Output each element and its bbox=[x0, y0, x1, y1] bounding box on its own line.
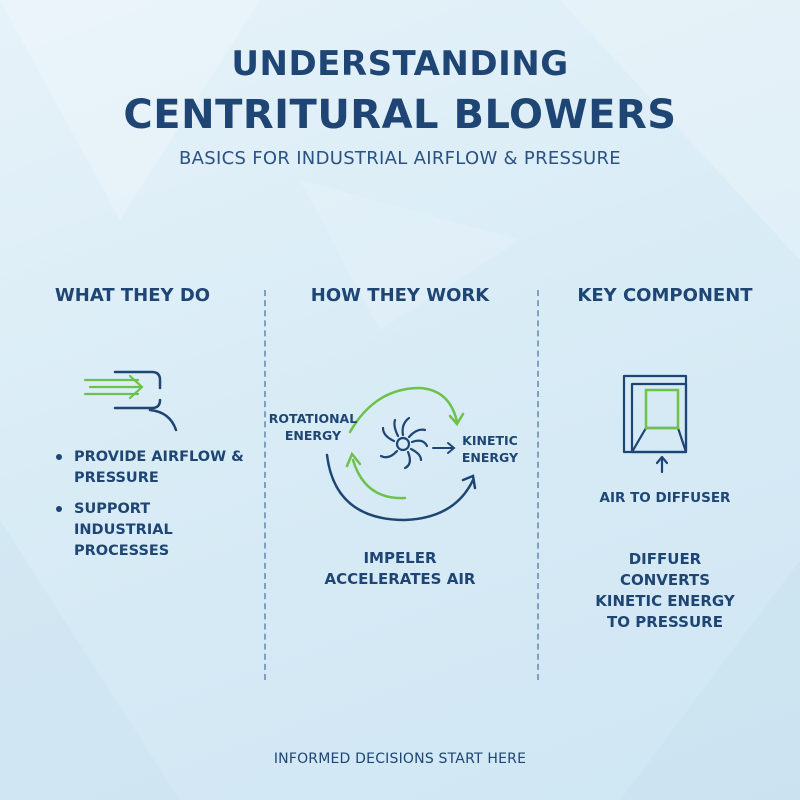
list-item: PROVIDE AIRFLOW & PRESSURE bbox=[52, 447, 252, 489]
heading-how-they-work: HOW THEY WORK bbox=[310, 285, 490, 306]
heading-what-they-do: WHAT THEY DO bbox=[54, 285, 211, 306]
rotational-energy-label: ROTATIONAL ENERGY bbox=[268, 411, 358, 443]
list-item: SUPPORT INDUSTRIAL PROCESSES bbox=[52, 499, 252, 562]
column-divider-right bbox=[537, 290, 539, 680]
airflow-icon bbox=[83, 370, 178, 432]
footer-tagline: INFORMED DECISIONS START HERE bbox=[273, 751, 527, 767]
subtitle: BASICS FOR INDUSTRIAL AIRFLOW & PRESSURE bbox=[179, 148, 621, 169]
how-caption: IMPELER ACCELERATES AIR bbox=[324, 549, 476, 588]
key-caption: DIFFUER CONVERTS KINETIC ENERGY TO PRESS… bbox=[595, 550, 735, 631]
air-to-diffuser-label: AIR TO DIFFUSER bbox=[599, 490, 731, 506]
title-line-2: CENTRITURAL BLOWERS bbox=[123, 92, 677, 138]
impeller-icon bbox=[325, 386, 477, 522]
heading-key-component: KEY COMPONENT bbox=[577, 285, 753, 306]
kinetic-energy-label: KINETIC ENERGY bbox=[461, 433, 519, 465]
title-line-1: UNDERSTANDING bbox=[231, 44, 569, 84]
column-divider-left bbox=[264, 290, 266, 680]
what-they-do-list: PROVIDE AIRFLOW & PRESSURE SUPPORT INDUS… bbox=[52, 447, 252, 572]
diffuser-icon bbox=[622, 374, 688, 474]
